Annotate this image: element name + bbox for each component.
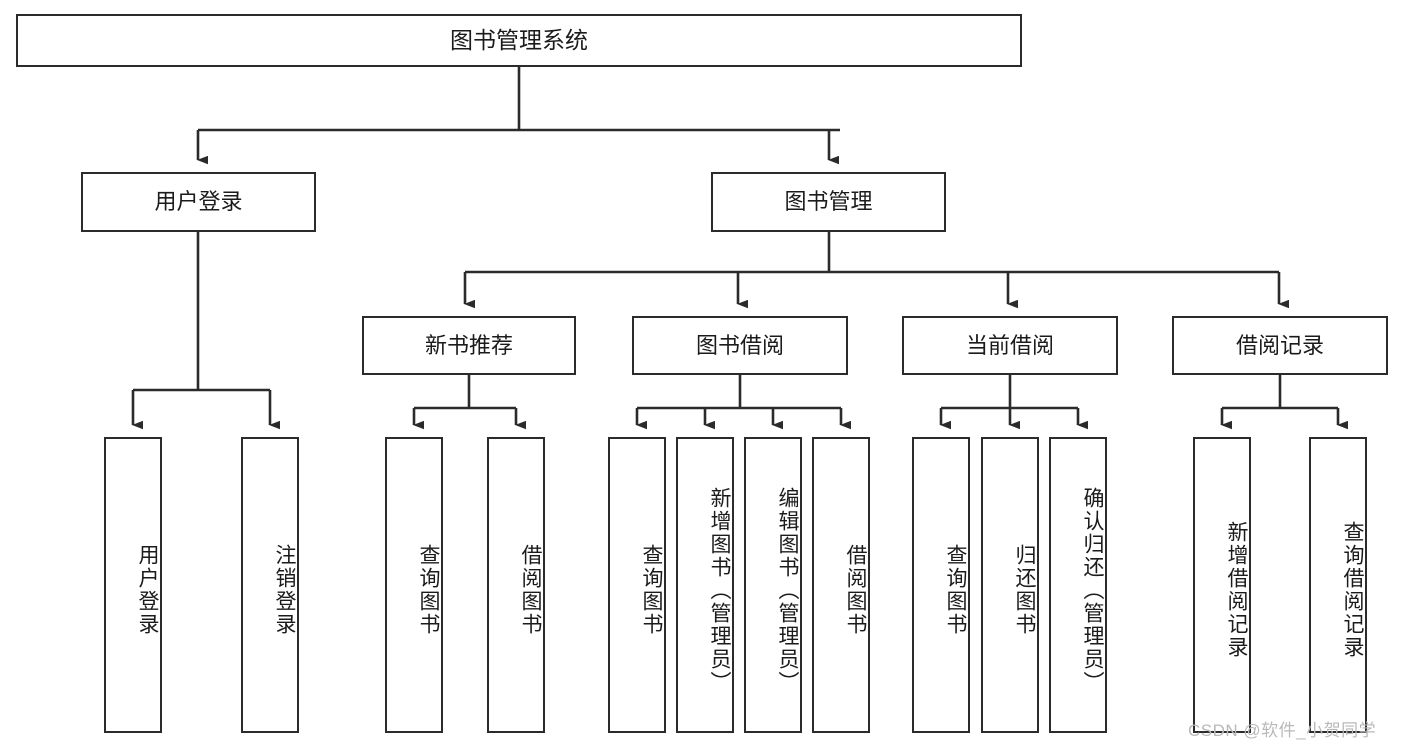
node-borrow-record[interactable]: 借阅记录 <box>1172 316 1388 375</box>
leaf-edit-book-admin[interactable]: 编辑图书（管理员） <box>744 437 802 733</box>
leaf-return-book[interactable]: 归还图书 <box>981 437 1039 733</box>
node-current-borrow[interactable]: 当前借阅 <box>902 316 1118 375</box>
leaf-query-book-borrow[interactable]: 查询图书 <box>608 437 666 733</box>
node-new-book-recommend[interactable]: 新书推荐 <box>362 316 576 375</box>
leaf-query-book-recommend[interactable]: 查询图书 <box>385 437 443 733</box>
leaf-borrow-book[interactable]: 借阅图书 <box>812 437 870 733</box>
leaf-add-borrow-record[interactable]: 新增借阅记录 <box>1193 437 1251 733</box>
leaf-borrow-book-recommend[interactable]: 借阅图书 <box>487 437 545 733</box>
leaf-user-login[interactable]: 用户登录 <box>104 437 162 733</box>
node-book-management[interactable]: 图书管理 <box>711 172 946 232</box>
leaf-confirm-return-admin[interactable]: 确认归还（管理员） <box>1049 437 1107 733</box>
leaf-query-borrow-record[interactable]: 查询借阅记录 <box>1309 437 1367 733</box>
node-user-login[interactable]: 用户登录 <box>81 172 316 232</box>
leaf-logout-login[interactable]: 注销登录 <box>241 437 299 733</box>
watermark-label: CSDN @软件_小贺同学 <box>1188 721 1377 740</box>
node-root-system[interactable]: 图书管理系统 <box>16 14 1022 67</box>
node-book-borrow[interactable]: 图书借阅 <box>632 316 848 375</box>
leaf-query-book-current[interactable]: 查询图书 <box>912 437 970 733</box>
leaf-add-book-admin[interactable]: 新增图书（管理员） <box>676 437 734 733</box>
